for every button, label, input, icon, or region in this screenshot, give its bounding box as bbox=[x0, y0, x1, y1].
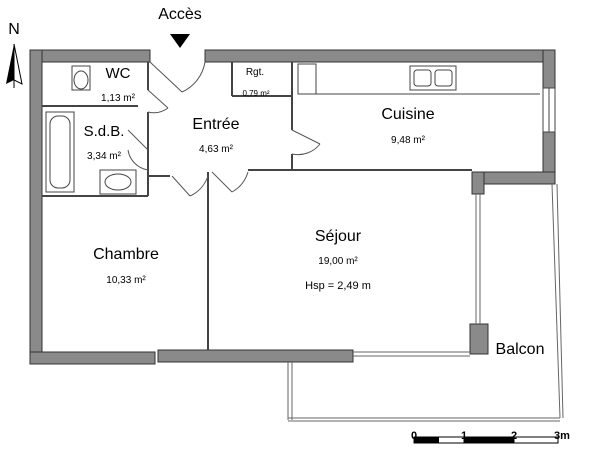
wall-bottom-sejour bbox=[157, 349, 354, 363]
wall-right-lower bbox=[542, 131, 556, 173]
wall-top-left bbox=[29, 49, 151, 63]
compass-icon bbox=[6, 43, 23, 88]
compass-label: N bbox=[8, 21, 20, 38]
washbasin bbox=[99, 169, 137, 195]
wall-top-right bbox=[204, 49, 556, 63]
room-name-rgt: Rgt. bbox=[245, 67, 265, 78]
room-area-rgt: 0,79 m² bbox=[242, 89, 270, 98]
bathtub bbox=[45, 111, 75, 193]
interior-walls bbox=[42, 62, 540, 350]
exterior-walls bbox=[29, 49, 556, 365]
room-name-chambre: Chambre bbox=[93, 246, 159, 263]
room-name-sdb: S.d.B. bbox=[83, 123, 125, 140]
room-area-wc: 1,13 m² bbox=[101, 93, 135, 104]
wall-left bbox=[29, 49, 43, 365]
room-name-balcon: Balcon bbox=[495, 341, 545, 358]
kitchen-window bbox=[542, 87, 556, 133]
room-name-sejour: Séjour bbox=[314, 228, 362, 245]
wall-right-upper bbox=[542, 49, 556, 89]
pillar-balcon bbox=[469, 323, 489, 355]
room-area-entree: 4,63 m² bbox=[199, 144, 233, 155]
room-name-cuisine: Cuisine bbox=[381, 106, 435, 123]
wall-step-vertical bbox=[471, 171, 485, 195]
balcon-outline bbox=[287, 183, 564, 422]
scale-tick-0: 0 bbox=[410, 430, 418, 442]
room-area-chambre: 10,33 m² bbox=[106, 275, 146, 286]
scale-bar bbox=[413, 436, 559, 444]
scale-tick-3m: 3m bbox=[554, 430, 570, 442]
room-area-cuisine: 9,48 m² bbox=[391, 135, 425, 146]
scale-tick-2: 2 bbox=[510, 430, 518, 442]
room-name-entree: Entrée bbox=[192, 116, 240, 133]
sejour-height: Hsp = 2,49 m bbox=[305, 280, 371, 292]
access-label: Accès bbox=[158, 6, 202, 23]
scale-tick-1: 1 bbox=[460, 430, 468, 442]
entrance-door-arc bbox=[181, 61, 206, 93]
room-area-sdb: 3,34 m² bbox=[87, 151, 121, 162]
entrance-door-leaf bbox=[149, 61, 183, 93]
toilet bbox=[71, 65, 91, 91]
doors bbox=[127, 61, 321, 197]
access-arrow-icon bbox=[170, 34, 190, 48]
kitchen-sink bbox=[409, 65, 457, 91]
room-area-sejour: 19,00 m² bbox=[318, 256, 358, 267]
wall-bottom-chambre bbox=[29, 351, 156, 365]
room-name-wc: WC bbox=[105, 65, 131, 82]
